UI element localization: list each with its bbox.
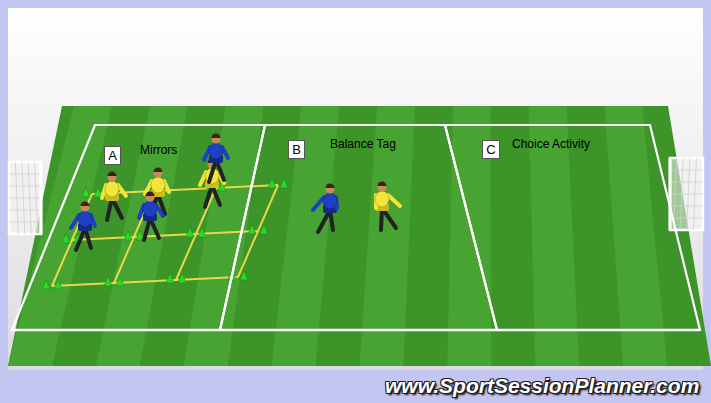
cone bbox=[116, 276, 124, 286]
player bbox=[102, 172, 126, 221]
cone bbox=[104, 276, 112, 286]
cone bbox=[268, 178, 276, 188]
zone-outline bbox=[220, 125, 497, 330]
ladder-grid bbox=[42, 178, 288, 289]
players bbox=[71, 134, 400, 251]
player bbox=[139, 192, 163, 241]
player bbox=[71, 202, 95, 251]
cone bbox=[198, 227, 206, 237]
cone bbox=[124, 230, 132, 240]
zone-title: Balance Tag bbox=[330, 137, 396, 151]
player bbox=[200, 159, 224, 208]
grass bbox=[8, 106, 711, 366]
cone bbox=[54, 279, 62, 289]
watermark: www.SportSessionPlanner.com bbox=[385, 374, 699, 398]
zone-title: Mirrors bbox=[140, 143, 177, 157]
grass-stripe bbox=[8, 106, 112, 366]
cone bbox=[178, 273, 186, 283]
player bbox=[313, 184, 337, 233]
goal bbox=[670, 158, 703, 230]
zone-letter-box: B bbox=[288, 140, 305, 159]
activity-zone: Balance Tag B bbox=[220, 125, 497, 330]
cone bbox=[42, 279, 50, 289]
cone bbox=[280, 178, 288, 188]
cone bbox=[62, 233, 70, 243]
goals bbox=[9, 158, 703, 234]
zone-letter: C bbox=[486, 142, 496, 157]
zone-letter-box: A bbox=[104, 146, 121, 165]
player bbox=[204, 134, 228, 183]
cone bbox=[82, 187, 90, 197]
cone bbox=[240, 270, 248, 280]
activity-zone: Choice Activity C bbox=[445, 125, 700, 330]
zone-letter: A bbox=[108, 148, 117, 163]
grass-stripe bbox=[604, 106, 667, 366]
cone bbox=[166, 273, 174, 283]
cone bbox=[260, 224, 268, 234]
field bbox=[8, 106, 711, 366]
cone bbox=[186, 227, 194, 237]
cone bbox=[248, 224, 256, 234]
grass-stripe bbox=[272, 106, 340, 366]
goal bbox=[9, 162, 41, 234]
player bbox=[375, 182, 400, 231]
zone-title: Choice Activity bbox=[512, 137, 590, 151]
zone-letter: B bbox=[292, 142, 301, 157]
zone-letter-box: C bbox=[482, 140, 500, 159]
